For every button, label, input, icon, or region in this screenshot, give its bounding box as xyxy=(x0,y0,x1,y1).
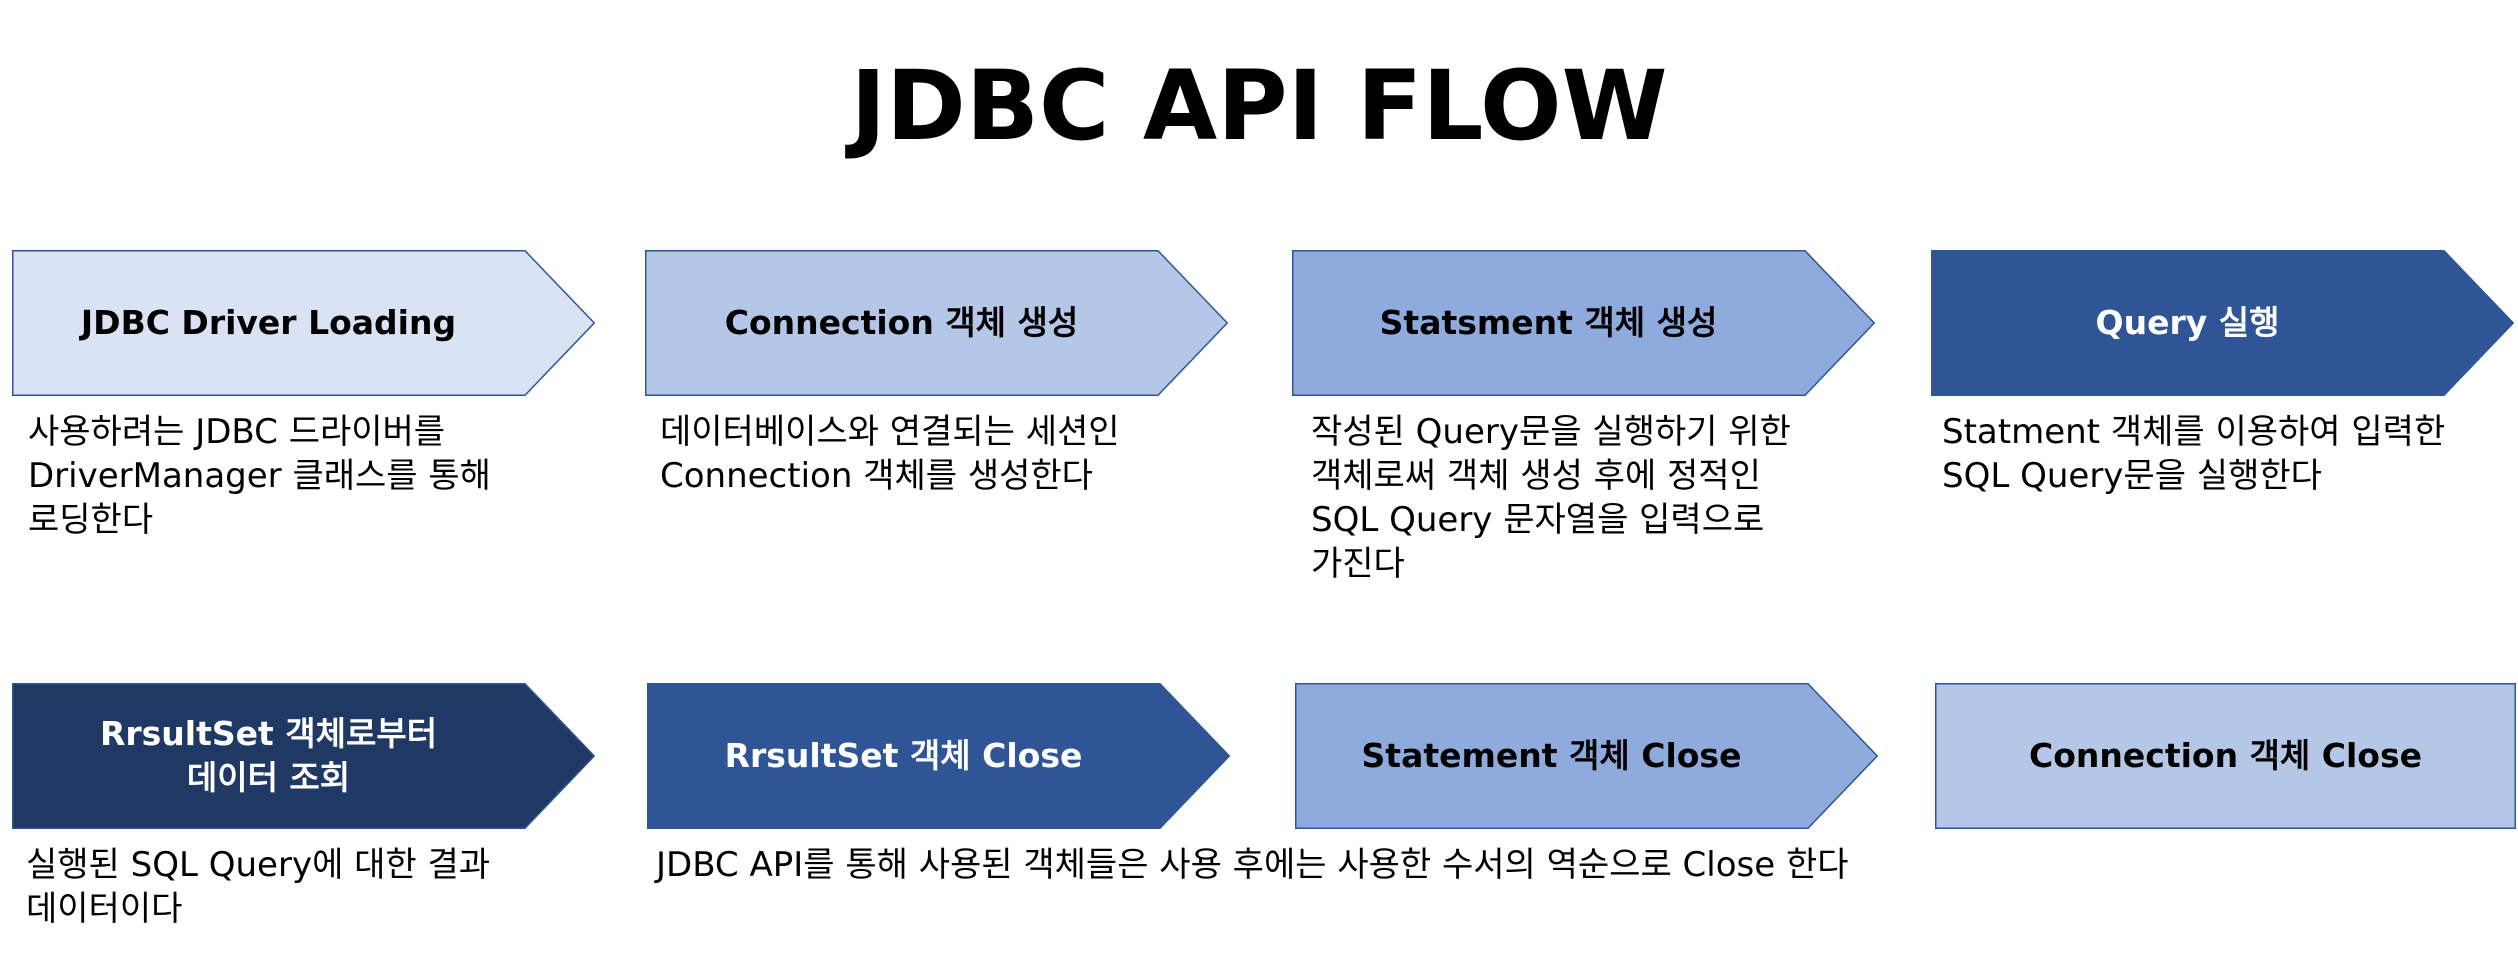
step-shape xyxy=(647,683,1231,829)
step-label: Connection 객체 Close xyxy=(2029,736,2422,775)
desc-statement-create: 작성된 Query문을 실행하기 위한 객체로써 객체 생성 후에 정적인 SQ… xyxy=(1311,412,1791,584)
step-label: RrsultSet 객체로부터 데이터 조회 xyxy=(99,714,438,797)
step-shape xyxy=(12,683,596,829)
step-shape-fill xyxy=(1295,683,1879,829)
desc-driver-loading: 사용하려는 JDBC 드라이버를 DriverManager 클래스를 통해 로… xyxy=(28,412,491,540)
step-shape-fill xyxy=(1931,250,2515,396)
step-shape-fill xyxy=(647,683,1231,829)
step-shape xyxy=(1935,683,2516,829)
step-connection-create: Connection 객체 생성 xyxy=(645,250,1229,396)
step-label: Connection 객체 생성 xyxy=(724,303,1079,342)
step-label: Statement 객체 Close xyxy=(1361,736,1742,775)
diagram-title: JDBC API FLOW xyxy=(850,50,1668,162)
step-resultset-read: RrsultSet 객체로부터 데이터 조회 xyxy=(12,683,596,829)
step-shape xyxy=(12,250,596,396)
step-label: Statsment 객체 생성 xyxy=(1379,303,1718,342)
step-shape xyxy=(1295,683,1879,829)
step-resultset-close: RrsultSet 객체 Close xyxy=(647,683,1231,829)
step-shape-fill xyxy=(1935,683,2516,829)
step-shape-fill xyxy=(12,250,596,396)
step-label: RrsultSet 객체 Close xyxy=(724,736,1083,775)
step-shape-fill xyxy=(1292,250,1876,396)
step-shape-fill xyxy=(645,250,1229,396)
step-query-execute: Query 실행 xyxy=(1931,250,2515,396)
step-label: Query 실행 xyxy=(2095,303,2280,342)
step-statement-create: Statsment 객체 생성 xyxy=(1292,250,1876,396)
step-shape xyxy=(645,250,1229,396)
step-connection-close: Connection 객체 Close xyxy=(1935,683,2516,829)
desc-resultset-read: 실행된 SQL Query에 대한 결과 데이터이다 xyxy=(26,845,491,929)
step-shape xyxy=(1931,250,2515,396)
step-driver-loading: JDBC Driver Loading xyxy=(12,250,596,396)
step-label: JDBC Driver Loading xyxy=(80,303,457,342)
step-shape xyxy=(1292,250,1876,396)
step-statement-close: Statement 객체 Close xyxy=(1295,683,1879,829)
desc-close-order: JDBC API를 통해 사용된 객체들은 사용 후에는 사용한 수서의 역순으… xyxy=(656,845,1849,885)
step-shape-fill xyxy=(12,683,596,829)
desc-query-execute: Statment 객체를 이용하여 입력한 SQL Query문을 실행한다 xyxy=(1942,412,2446,496)
desc-connection-create: 데이터베이스와 연결되는 세션인 Connection 객체를 생성한다 xyxy=(660,412,1120,496)
